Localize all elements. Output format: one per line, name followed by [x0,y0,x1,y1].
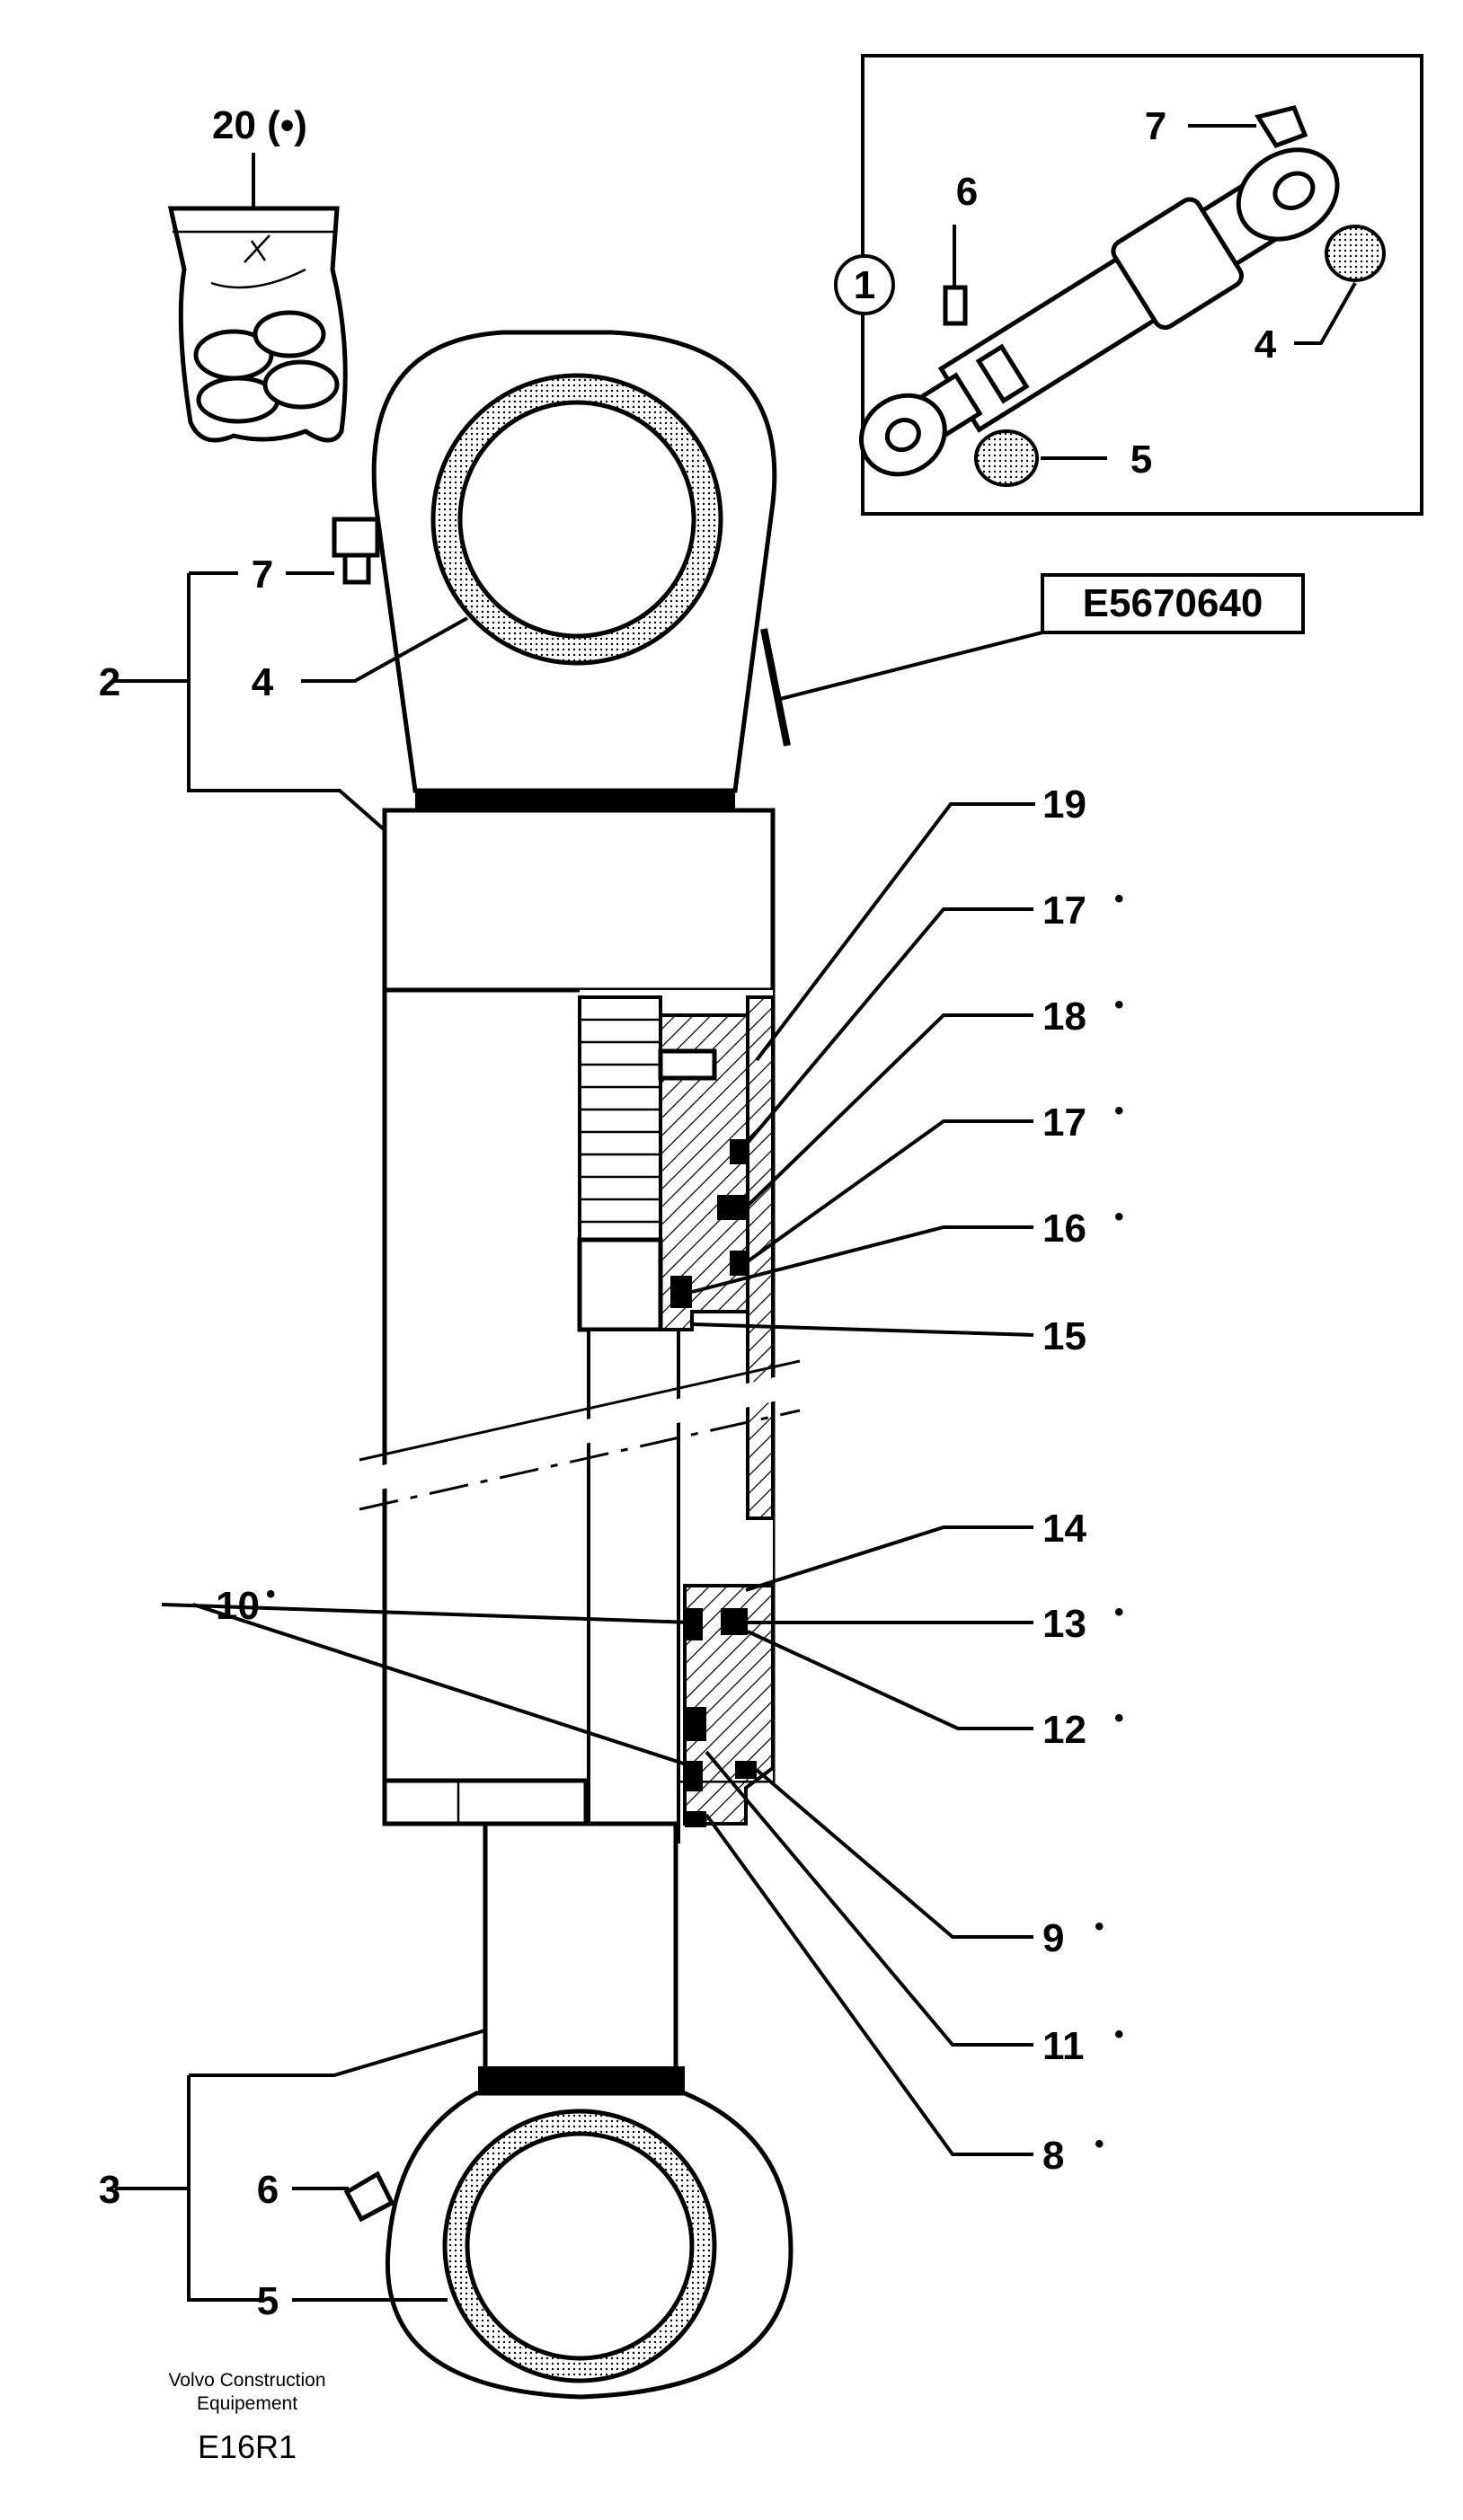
callout-17-lower: 17 [1042,1101,1086,1145]
inset-label-5: 5 [1130,438,1152,482]
callout-10: 10 [216,1584,260,1628]
svg-text:•: • [1114,1597,1124,1627]
callout-19: 19 [1042,783,1086,827]
thread-lines [580,1018,661,1224]
callout-18: 18 [1042,995,1086,1039]
callout-13: 13 [1042,1602,1086,1646]
inset-label-6: 6 [956,170,978,214]
manufacturer-line-1: Volvo Construction [168,2370,325,2391]
callout-2: 2 [99,660,120,704]
part-number-label: E5670640 [1083,581,1264,625]
callout-9: 9 [1042,1916,1064,1960]
manufacturer-line-2: Equipement [197,2393,297,2414]
bag-label: 20 (•) [212,103,307,147]
svg-text:•: • [1114,990,1124,1020]
drawing-footer: Volvo Construction Equipement E16R1 [168,2370,325,2465]
svg-text:•: • [1114,1202,1124,1232]
svg-text:•: • [1114,2020,1124,2049]
grease-fitting-7 [332,517,380,558]
svg-text:•: • [1095,2129,1104,2159]
svg-text:•: • [266,1579,276,1609]
inset-reference-number: 1 [854,263,875,307]
cylinder-top-eye [332,330,791,812]
callout-4: 4 [252,660,274,704]
callout-12: 12 [1042,1708,1086,1752]
callout-7: 7 [252,553,273,597]
callout-11: 11 [1042,2024,1085,2068]
inset-box [834,54,1423,516]
grease-fitting-6 [343,2171,395,2223]
callout-3: 3 [99,2168,120,2212]
inset-label-4: 4 [1255,323,1277,367]
callout-labels: 20 (•) 1 7 6 4 5 2 7 4 19 17 • 18 • 17 •… [99,103,1277,2323]
inset-label-7: 7 [1145,104,1166,148]
leader-lines [115,571,1035,2302]
drawing-code: E16R1 [198,2428,297,2465]
part-number-box: E5670640 [779,573,1305,701]
svg-text:•: • [1114,1096,1124,1126]
callout-6: 6 [257,2168,279,2212]
callout-17-upper: 17 [1042,889,1086,933]
seal-kit-bag [167,153,348,443]
svg-text:•: • [1114,884,1124,914]
cylinder-barrel [357,808,802,1844]
svg-text:•: • [1114,1703,1124,1733]
inset-reference-circle [834,254,895,315]
callout-5: 5 [257,2279,279,2323]
cylinder-bottom-eye [343,1821,794,2400]
callout-15: 15 [1042,1314,1086,1358]
callout-8: 8 [1042,2134,1064,2178]
callout-16: 16 [1042,1207,1086,1251]
svg-text:•: • [1095,1912,1104,1941]
callout-14: 14 [1042,1507,1086,1551]
